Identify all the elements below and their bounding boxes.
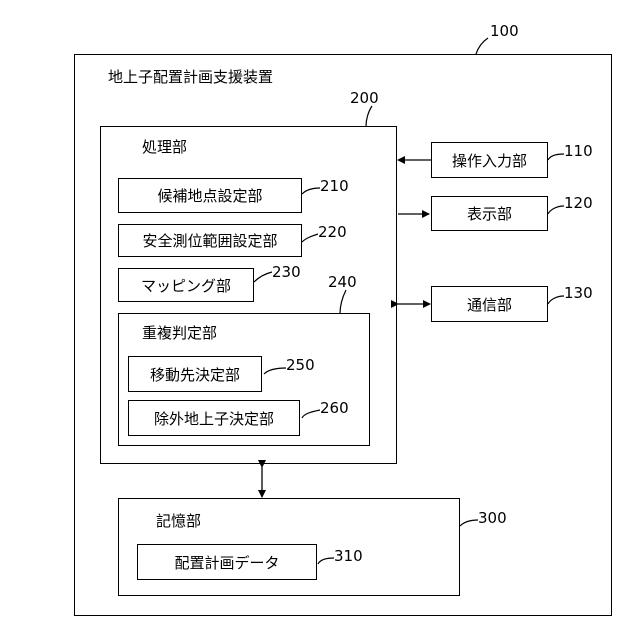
overlap-ref: 240 — [328, 275, 357, 290]
leader-100 — [476, 38, 488, 54]
safety-box: 安全測位範囲設定部 — [118, 224, 302, 257]
mapping-box: マッピング部 — [118, 268, 254, 302]
excluded-box: 除外地上子決定部 — [128, 400, 300, 436]
plan-data-ref: 310 — [334, 549, 363, 564]
device-title: 地上子配置計画支援装置 — [108, 70, 273, 85]
operation-input-ref: 110 — [564, 144, 593, 159]
candidate-ref: 210 — [320, 179, 349, 194]
display-ref: 120 — [564, 196, 593, 211]
destination-box: 移動先決定部 — [128, 356, 262, 392]
storage-label: 記憶部 — [156, 514, 201, 529]
communication-ref: 130 — [564, 286, 593, 301]
device-ref: 100 — [490, 24, 519, 39]
mapping-ref: 230 — [272, 265, 301, 280]
display-box: 表示部 — [431, 196, 548, 231]
processing-ref: 200 — [350, 91, 379, 106]
safety-ref: 220 — [318, 225, 347, 240]
excluded-ref: 260 — [320, 401, 349, 416]
communication-box: 通信部 — [431, 286, 548, 322]
candidate-box: 候補地点設定部 — [118, 178, 302, 213]
destination-ref: 250 — [286, 358, 315, 373]
processing-label: 処理部 — [142, 140, 187, 155]
storage-ref: 300 — [478, 511, 507, 526]
overlap-label: 重複判定部 — [142, 326, 217, 341]
plan-data-box: 配置計画データ — [137, 544, 317, 580]
operation-input-box: 操作入力部 — [431, 142, 548, 178]
